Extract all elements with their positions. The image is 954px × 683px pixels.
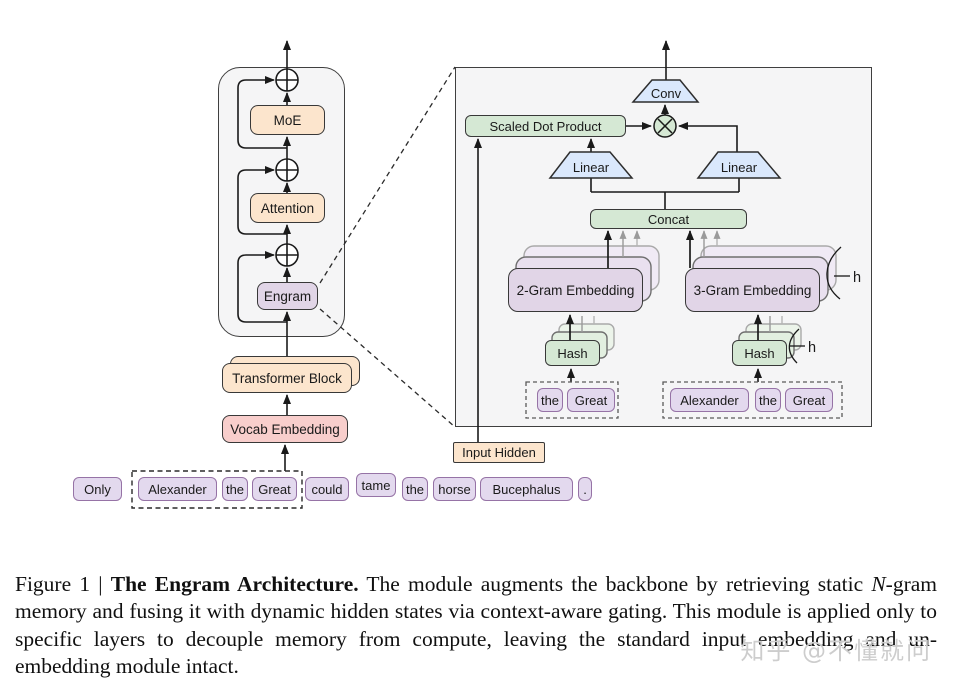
engram-label: Engram (263, 288, 312, 304)
h-label-hash: h (808, 340, 816, 356)
linear-left-label: Linear (573, 160, 610, 175)
bigram-token-the: the (537, 388, 563, 412)
two-gram-embedding-box: 2-Gram Embedding (508, 268, 643, 312)
caption-figure-label: Figure 1 | (15, 571, 111, 596)
engram-box: Engram (257, 282, 318, 310)
token-tame: tame (356, 473, 396, 497)
linear-right-trapezoid (696, 151, 782, 179)
linear-right-label: Linear (721, 160, 758, 175)
token-the: the (222, 477, 248, 501)
token-the-2: the (402, 477, 428, 501)
attention-box: Attention (250, 193, 325, 223)
residual-skip-connections (237, 76, 287, 323)
hash-to-embedding-arrows (566, 314, 783, 340)
token-alexander: Alexander (138, 477, 217, 501)
hash-right-box: Hash (732, 340, 787, 366)
token-bucephalus: Bucephalus (480, 477, 573, 501)
three-gram-embedding-label: 3-Gram Embedding (693, 282, 812, 298)
conv-label: Conv (651, 86, 682, 101)
token-horse: horse (433, 477, 476, 501)
input-hidden-box: Input Hidden (453, 442, 545, 463)
transformer-block-box: Transformer Block (222, 363, 352, 393)
multiply-circle-icon (653, 114, 677, 138)
sentence-ngram-dashed-box (131, 470, 303, 509)
hash-right-label: Hash (744, 345, 775, 361)
caption-body-1: The module augments the backbone by retr… (358, 571, 872, 596)
caption-title: The Engram Architecture. (110, 571, 359, 596)
two-gram-embedding-label: 2-Gram Embedding (516, 282, 635, 298)
trigram-token-alexander: Alexander (670, 388, 749, 412)
three-gram-embedding-box: 3-Gram Embedding (685, 268, 820, 312)
embedding-to-concat-arrows (604, 230, 721, 268)
zoom-guide-lines (319, 66, 456, 428)
trigram-token-great: Great (785, 388, 833, 412)
scaled-dot-product-label: Scaled Dot Product (489, 118, 602, 134)
token-great: Great (252, 477, 297, 501)
scaled-dot-product-box: Scaled Dot Product (465, 115, 626, 137)
token-could: could (305, 477, 349, 501)
caption-italic-n: N (871, 571, 886, 596)
token-period: . (578, 477, 592, 501)
token-only: Only (73, 477, 122, 501)
moe-label: MoE (273, 112, 302, 128)
vocab-embedding-label: Vocab Embedding (230, 421, 340, 437)
vocab-embedding-box: Vocab Embedding (222, 415, 348, 443)
hash-left-box: Hash (545, 340, 600, 366)
input-hidden-label: Input Hidden (462, 445, 536, 460)
concat-box: Concat (590, 209, 747, 229)
trigram-token-the: the (755, 388, 781, 412)
ngram-dashed-groups (525, 381, 843, 419)
add-circle-icon (275, 68, 299, 267)
bigram-token-great: Great (567, 388, 615, 412)
heads-count-annotation (788, 246, 850, 364)
zhihu-watermark: 知乎 @不懂就问 (740, 637, 932, 665)
attention-label: Attention (260, 200, 315, 216)
conv-trapezoid (631, 79, 700, 103)
trapezoid-ops (548, 79, 782, 179)
hash-left-label: Hash (557, 345, 588, 361)
moe-box: MoE (250, 105, 325, 135)
engram-detail-arrows (474, 40, 762, 442)
transformer-block-label: Transformer Block (232, 370, 342, 386)
caption-body-2: -gram memory and fusing it with dynamic … (15, 571, 937, 679)
h-label-embedding: h (853, 270, 861, 286)
concat-label: Concat (647, 211, 690, 227)
figure-caption: Figure 1 | The Engram Architecture. The … (15, 571, 937, 681)
linear-left-trapezoid (548, 151, 634, 179)
